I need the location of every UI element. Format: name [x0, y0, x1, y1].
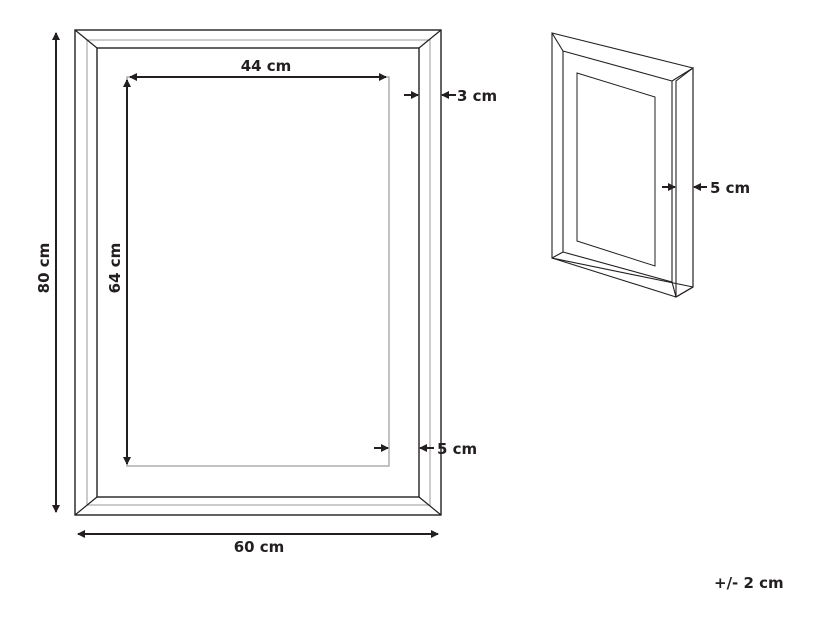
outer-height-label: 80 cm [35, 243, 53, 294]
frame-inner-edge [96, 47, 420, 498]
border-label: 5 cm [437, 440, 477, 458]
frame-width-label: 3 cm [457, 87, 497, 105]
frame-mid-line [86, 39, 431, 506]
tolerance-label: +/- 2 cm [714, 574, 784, 592]
outer-width-label: 60 cm [234, 538, 285, 556]
front-view [74, 29, 442, 516]
inner-height-label: 64 cm [106, 243, 124, 294]
picture-opening [126, 76, 390, 467]
perspective-view [551, 32, 694, 298]
inner-width-label: 44 cm [241, 57, 292, 75]
frame-outer-edge [74, 29, 442, 516]
dimension-arrows [52, 32, 456, 538]
depth-label: 5 cm [710, 179, 750, 197]
